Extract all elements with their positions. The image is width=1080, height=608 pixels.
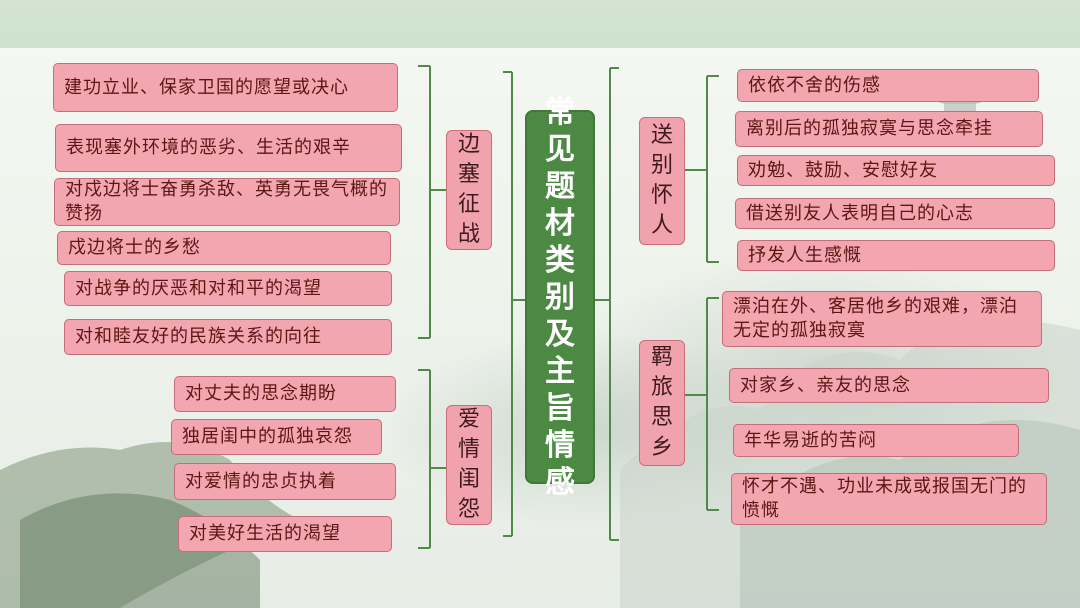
category-char: 别: [650, 153, 673, 178]
theme-item-text: 对爱情的忠贞执着: [185, 470, 337, 492]
center-title-char: 见: [545, 131, 575, 167]
theme-item: 对爱情的忠贞执着: [174, 463, 396, 500]
theme-item: 对家乡、亲友的思念: [729, 368, 1049, 403]
category-char: 情: [457, 437, 480, 462]
category-char: 战: [457, 222, 480, 247]
theme-item: 独居闺中的孤独哀怨: [171, 419, 382, 455]
category-char: 旅: [650, 375, 673, 400]
top-band: [0, 0, 1080, 48]
theme-item-text: 独居闺中的孤独哀怨: [182, 426, 353, 447]
theme-item-text: 离别后的孤独寂寞与思念牵挂: [746, 118, 993, 139]
category-frontier-war: 边 塞 征 战: [446, 130, 492, 250]
theme-item: 怀才不遇、功业未成或报国无门的愤慨: [731, 473, 1047, 525]
center-title-char: 旨: [545, 390, 575, 426]
center-title-char: 情: [545, 427, 575, 463]
category-homesick-travel: 羁 旅 思 乡: [639, 340, 685, 466]
theme-item-text: 对家乡、亲友的思念: [740, 374, 911, 396]
theme-item-text: 抒发人生感慨: [748, 244, 862, 266]
theme-item: 建功立业、保家卫国的愿望或决心: [53, 63, 398, 112]
category-char: 乡: [650, 435, 673, 460]
category-char: 送: [650, 123, 673, 148]
theme-item-text: 借送别友人表明自己的心志: [746, 202, 974, 224]
category-char: 爱: [457, 407, 480, 432]
theme-item: 劝勉、鼓励、安慰好友: [737, 155, 1055, 186]
theme-item: 戍边将士的乡愁: [57, 231, 391, 265]
category-char: 征: [457, 192, 480, 217]
theme-item: 对战争的厌恶和对和平的渴望: [64, 271, 392, 306]
theme-item-text: 表现塞外环境的恶劣、生活的艰辛: [66, 137, 351, 158]
theme-item: 漂泊在外、客居他乡的艰难，漂泊无定的孤独寂寞: [722, 291, 1042, 347]
theme-item-text: 对战争的厌恶和对和平的渴望: [75, 277, 322, 299]
center-title-char: 感: [545, 464, 575, 500]
center-title-char: 别: [545, 279, 575, 315]
center-title-char: 主: [545, 353, 575, 389]
theme-item: 对戍边将士奋勇杀敌、英勇无畏气概的赞扬: [54, 178, 400, 226]
category-char: 怀: [650, 183, 673, 208]
theme-item-text: 漂泊在外、客居他乡的艰难，漂泊无定的孤独寂寞: [733, 296, 1018, 341]
theme-item: 离别后的孤独寂寞与思念牵挂: [735, 111, 1043, 147]
theme-item: 年华易逝的苦闷: [733, 424, 1019, 457]
center-title-char: 材: [545, 205, 575, 241]
theme-item: 表现塞外环境的恶劣、生活的艰辛: [55, 124, 402, 172]
theme-item: 借送别友人表明自己的心志: [735, 198, 1055, 229]
category-farewell: 送 别 怀 人: [639, 117, 685, 245]
center-title-char: 常: [545, 94, 575, 130]
theme-item-text: 建功立业、保家卫国的愿望或决心: [64, 76, 349, 98]
category-char: 人: [650, 213, 673, 238]
theme-item-text: 戍边将士的乡愁: [68, 237, 201, 258]
category-char: 怨: [457, 497, 480, 522]
theme-item: 对丈夫的思念期盼: [174, 376, 396, 412]
category-char: 羁: [650, 345, 673, 370]
center-title: 常 见 题 材 类 别 及 主 旨 情 感: [525, 95, 595, 500]
theme-item: 对美好生活的渴望: [178, 516, 392, 552]
theme-item-text: 依依不舍的伤感: [748, 74, 881, 96]
center-title-char: 类: [545, 242, 575, 278]
theme-item: 对和睦友好的民族关系的向往: [64, 319, 392, 355]
center-title-char: 题: [545, 168, 575, 204]
center-title-char: 及: [545, 316, 575, 352]
category-char: 闺: [457, 467, 480, 492]
theme-item: 抒发人生感慨: [737, 240, 1055, 271]
theme-item-text: 劝勉、鼓励、安慰好友: [748, 159, 938, 181]
theme-item: 依依不舍的伤感: [737, 69, 1039, 102]
category-char: 边: [457, 132, 480, 157]
theme-item-text: 对美好生活的渴望: [189, 523, 341, 544]
theme-item-text: 对戍边将士奋勇杀敌、英勇无畏气概的赞扬: [65, 179, 388, 224]
category-love-boudoir: 爱 情 闺 怨: [446, 405, 492, 525]
category-char: 塞: [457, 162, 480, 187]
theme-item-text: 对丈夫的思念期盼: [185, 383, 337, 404]
theme-item-text: 怀才不遇、功业未成或报国无门的愤慨: [742, 476, 1027, 521]
theme-item-text: 对和睦友好的民族关系的向往: [75, 326, 322, 347]
theme-item-text: 年华易逝的苦闷: [744, 429, 877, 451]
category-char: 思: [650, 405, 673, 430]
